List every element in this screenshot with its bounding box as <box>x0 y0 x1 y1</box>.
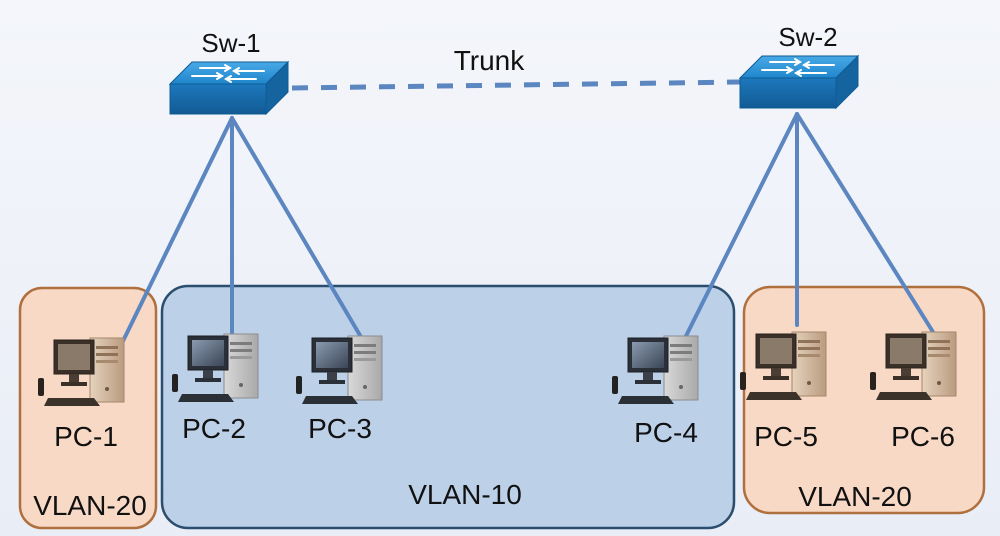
link-sw1-pc1 <box>121 116 234 343</box>
sw2-links <box>684 112 935 338</box>
pc5-label: PC-5 <box>754 421 818 452</box>
switch-sw1[interactable] <box>169 61 289 115</box>
pc3-label: PC-3 <box>308 413 372 444</box>
vlan-10-group <box>160 284 736 530</box>
vlan-20-right-label: VLAN-20 <box>798 481 912 512</box>
vlan-10-label: VLAN-10 <box>408 479 522 510</box>
pc2-label: PC-2 <box>182 413 246 444</box>
switch-sw2-label: Sw-2 <box>778 22 837 52</box>
vlan-20-left-label: VLAN-20 <box>33 490 147 521</box>
trunk-label: Trunk <box>454 45 526 76</box>
switch-sw1-label: Sw-1 <box>201 28 260 58</box>
switch-sw2[interactable] <box>739 55 859 109</box>
pc1-label: PC-1 <box>54 421 118 452</box>
link-sw1-pc3 <box>230 116 363 339</box>
link-sw2-pc4 <box>684 112 799 338</box>
pc6-label: PC-6 <box>891 421 955 452</box>
link-sw2-pc6 <box>795 112 935 334</box>
pc4-label: PC-4 <box>634 417 698 448</box>
sw1-links <box>121 116 363 343</box>
trunk-link <box>291 79 741 91</box>
